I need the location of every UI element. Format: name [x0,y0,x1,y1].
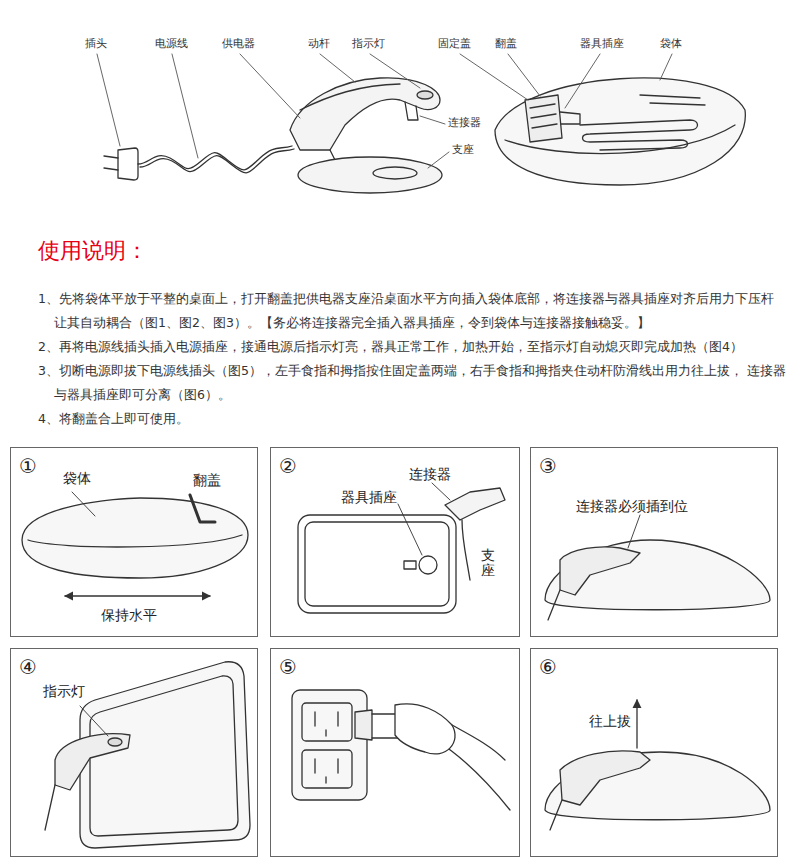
panel-label: 支座 [481,548,495,579]
panel-label: 器具插座 [341,489,397,506]
instruction-step: 3、切断电源即拔下电源线插头（图5），左手食指和拇指按住固定盖两端，右手食指和拇… [38,359,789,407]
figure-panel: ① 袋体 翻盖保持水平 [10,447,258,637]
instruction-step: 2、再将电源线插头插入电源插座，接通电源后指示灯亮，器具正常工作，加热开始，至指… [38,335,789,359]
panel-label: 连接器必须插到位 [576,498,688,515]
part-label: 供电器 [222,37,255,50]
leader-lines [97,54,672,168]
callout-number: ② [279,454,297,478]
plug-drawing [104,146,294,180]
figure-panel: ③ 连接器必须插到位 [530,447,778,637]
callout-number: ③ [539,454,557,478]
panel-label: 翻盖 [193,472,221,489]
title: 使用说明： [38,238,148,264]
figure-panel: ⑤ [270,648,520,857]
part-label: 插头 [85,37,107,50]
panel-label: 往上拔 [589,713,631,730]
callout-number: ⑤ [279,655,297,679]
callout-number: ④ [19,655,37,679]
callout-number: ① [19,454,37,478]
panel-label: 保持水平 [101,607,157,624]
panel-label: 连接器 [409,466,451,483]
figure-panel: ② 连接器器具插座支座 [270,447,520,637]
panel-6-drawing [545,700,770,830]
figure-panel: ⑥ 往上拔 [530,648,778,857]
bag-drawing [495,78,745,185]
panel-3-drawing [545,515,770,620]
part-label: 连接器 [448,116,481,129]
callout-number: ⑥ [539,655,557,679]
power-unit-drawing [290,78,442,193]
part-label: 支座 [452,143,474,156]
panel-5-drawing [292,690,510,810]
panel-1-drawing [22,492,248,596]
instruction-step: 1、先将袋体平放于平整的桌面上，打开翻盖把供电器支座沿桌面水平方向插入袋体底部，… [38,287,789,335]
instruction-step: 4、将翻盖合上即可使用。 [38,407,789,431]
part-label: 动杆 [308,37,330,50]
part-label: 固定盖 [438,37,471,50]
panel-label: 袋体 [63,470,91,487]
panel-2-drawing [298,483,505,613]
part-label: 指示灯 [352,37,385,50]
part-label: 翻盖 [495,37,517,50]
panel-label: 指示灯 [43,683,85,700]
part-label: 袋体 [660,37,682,50]
part-label: 电源线 [155,37,188,50]
part-label: 器具插座 [580,37,624,50]
figure-panel: ④ 指示灯 [10,648,258,857]
